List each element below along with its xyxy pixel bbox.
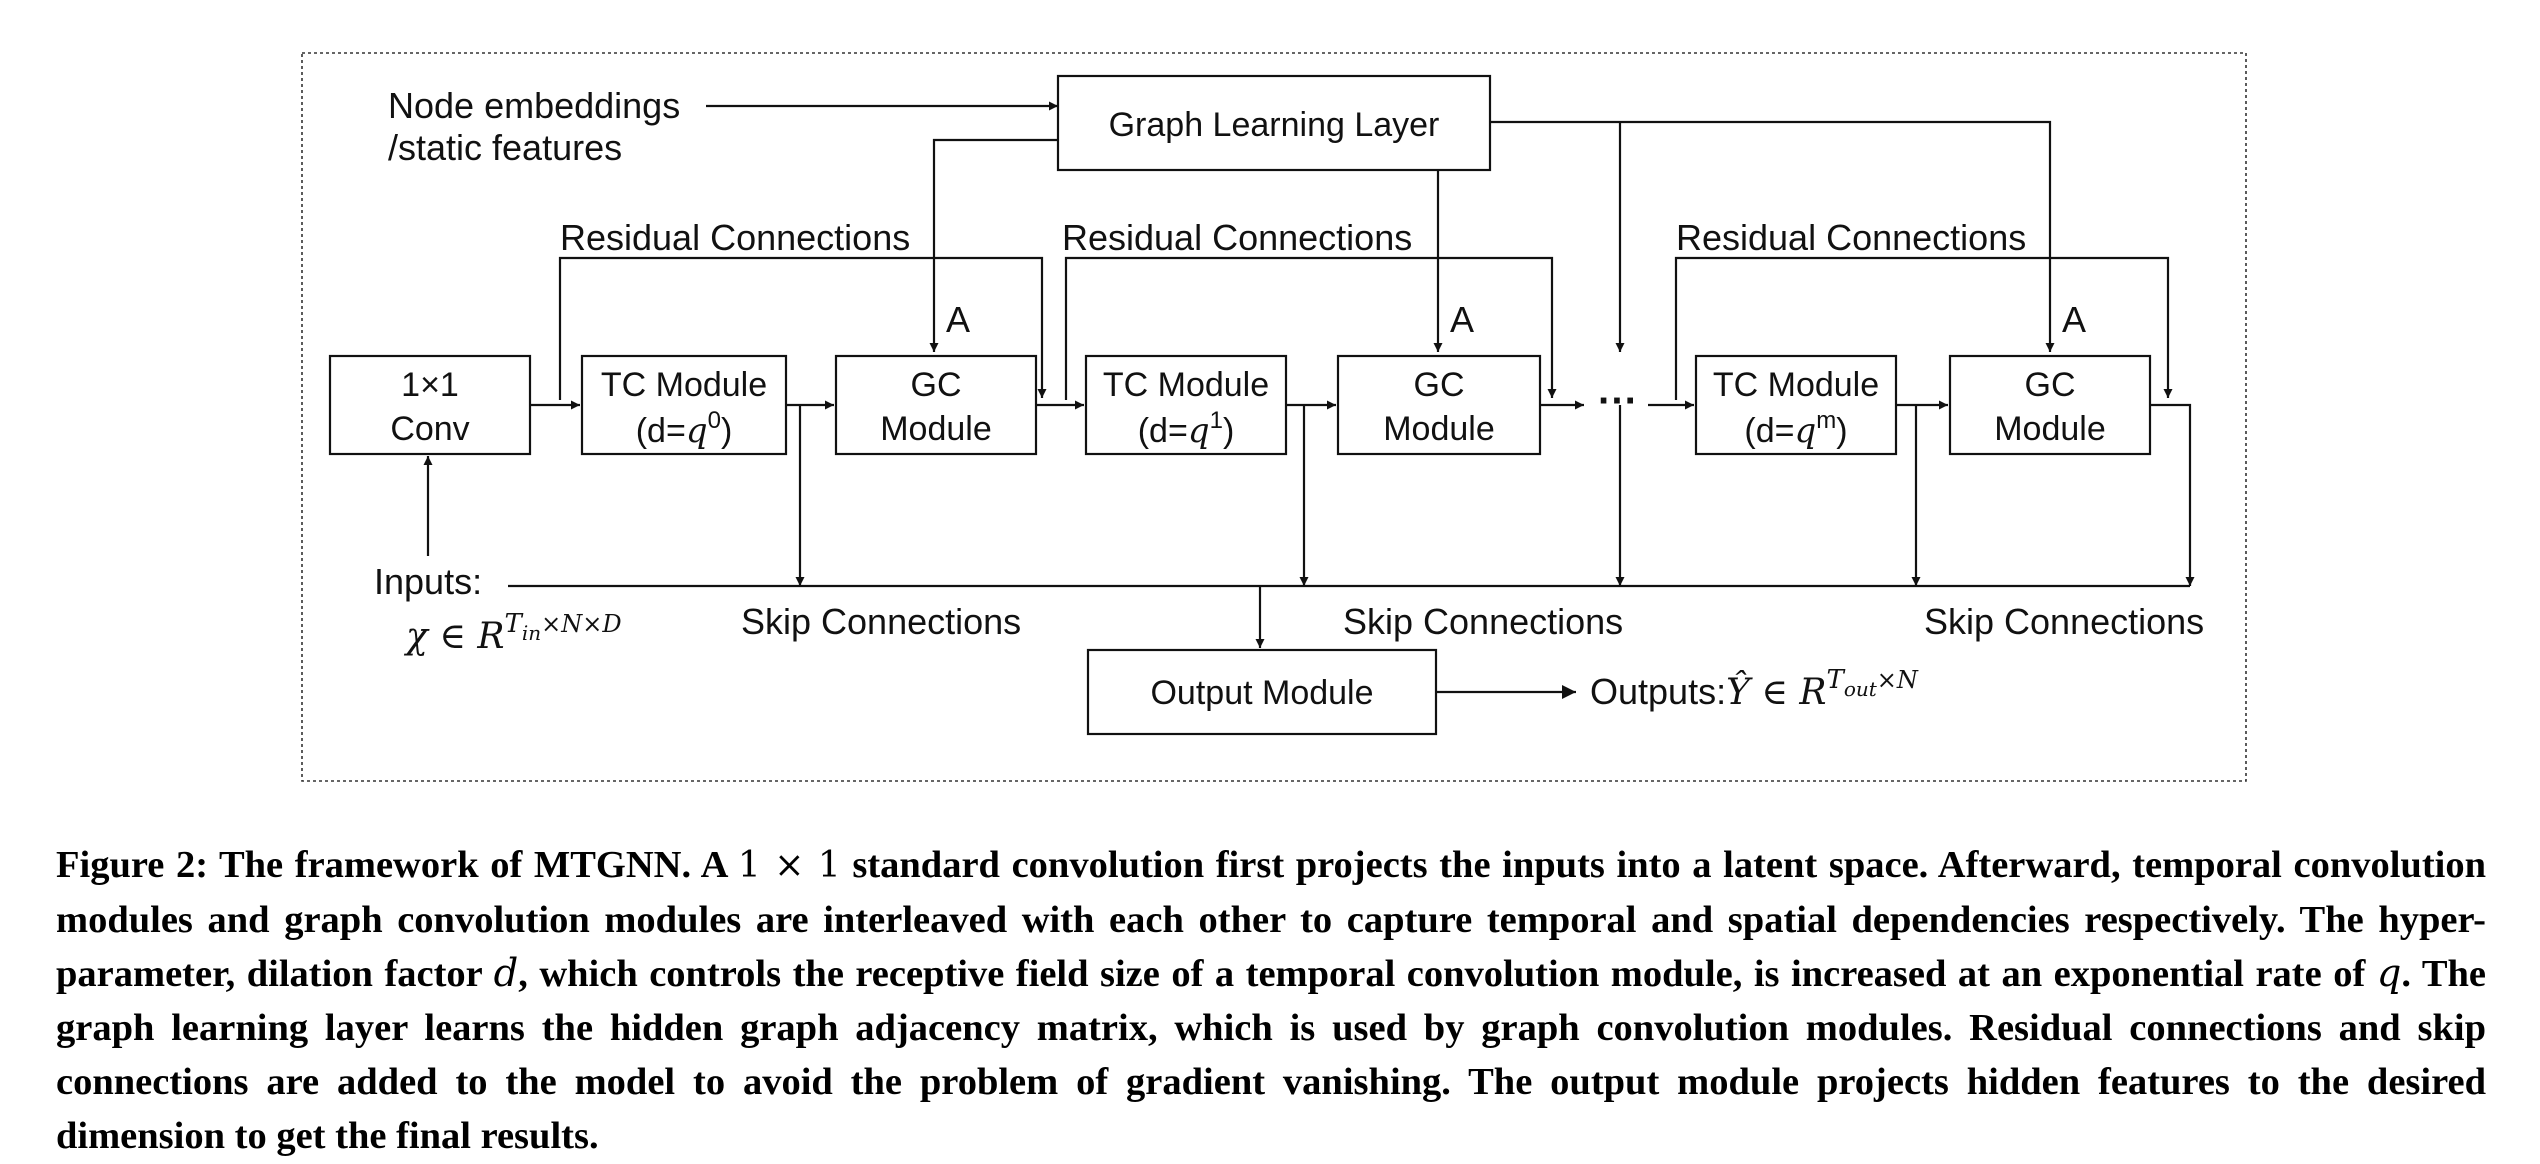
gc-module-1: GC Module — [834, 354, 1038, 456]
inputs-label: Inputs: — [374, 561, 482, 602]
tc-module-label: TC Module — [1713, 366, 1879, 404]
gc-module-3: GC Module — [1948, 354, 2152, 456]
residual-connection-3 — [1674, 256, 2173, 400]
tc-module-0: TC Module (d=q0) — [580, 354, 788, 456]
gc-label-line2: Module — [1383, 410, 1495, 448]
conv-1x1-box: 1×1 Conv — [328, 354, 532, 456]
inputs-shape-label: χ ∈ RTin×N×D — [403, 609, 622, 657]
residual-connection-2 — [1064, 256, 1557, 400]
gc-module-2: GC Module — [1336, 354, 1542, 456]
output-module-label: Output Module — [1150, 674, 1373, 712]
skip-connections-label-2: Skip Connections — [1343, 601, 1623, 642]
tc-module-1: TC Module (d=q1) — [1084, 354, 1288, 456]
tc-dilation-label: (d=q0) — [636, 407, 733, 451]
tc-dilation-label: (d=q1) — [1138, 407, 1235, 451]
ellipsis-label: ··· — [1598, 379, 1638, 423]
skip-connections-label-1: Skip Connections — [741, 601, 1021, 642]
gc-label-line1: GC — [911, 366, 962, 404]
adjacency-arrow-1 — [929, 138, 1058, 352]
adjacency-label-2: A — [1450, 299, 1474, 340]
gc-label-line2: Module — [880, 410, 992, 448]
tc-module-label: TC Module — [1103, 366, 1269, 404]
figure-frame — [301, 52, 2247, 782]
node-embeddings-label: Node embeddings — [388, 85, 680, 126]
graph-learning-layer: Graph Learning Layer — [1056, 74, 1492, 172]
outputs-label: Outputs:Ŷ ∈ RTout×N — [1590, 665, 1919, 713]
tc-dilation-label: (d=qm) — [1744, 407, 1847, 451]
gc-label-line1: GC — [2025, 366, 2076, 404]
conv-label-line1: 1×1 — [401, 366, 459, 404]
tc-module-m: TC Module (d=qm) — [1694, 354, 1898, 456]
output-module: Output Module — [1086, 648, 1438, 736]
residual-connections-label-1: Residual Connections — [560, 217, 910, 258]
residual-connections-label-2: Residual Connections — [1062, 217, 1412, 258]
gc-label-line1: GC — [1414, 366, 1465, 404]
tc-module-label: TC Module — [601, 366, 767, 404]
graph-learning-layer-label: Graph Learning Layer — [1109, 106, 1440, 144]
adjacency-label-3: A — [2062, 299, 2086, 340]
gc-label-line2: Module — [1994, 410, 2106, 448]
residual-connection-1 — [558, 256, 1047, 400]
skip-drop-final — [2150, 403, 2195, 586]
adjacency-arrow-3 — [1490, 120, 2055, 352]
mtgnn-framework-diagram: Graph Learning Layer 1×1 Conv TC Module … — [301, 52, 2247, 782]
static-features-label: /static features — [388, 127, 622, 168]
conv-label-line2: Conv — [390, 410, 469, 448]
figure-caption: Figure 2: The framework of MTGNN. A 1 × … — [56, 844, 2487, 1157]
adjacency-label-1: A — [946, 299, 970, 340]
residual-connections-label-3: Residual Connections — [1676, 217, 2026, 258]
skip-connections-label-3: Skip Connections — [1924, 601, 2204, 642]
